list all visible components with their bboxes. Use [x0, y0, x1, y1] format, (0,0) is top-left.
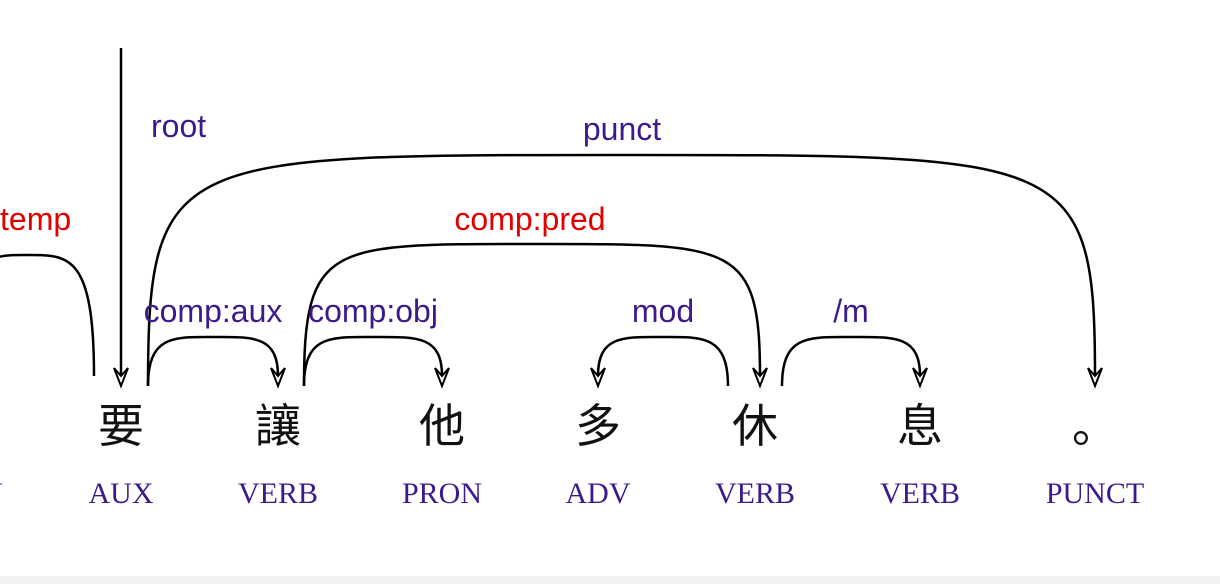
token-word: 多 [575, 399, 621, 453]
arc-comp-obj-label: comp:obj [308, 293, 438, 329]
arc-temp-label: temp [0, 201, 71, 237]
token-pos-tag: VERB [238, 477, 318, 510]
token-pos-tag: PUNCT [1046, 477, 1144, 510]
arc-m-label: /m [833, 293, 869, 329]
root-label: root [151, 108, 206, 144]
token-word: 息 [897, 399, 943, 453]
arc-comp-aux-arrowhead [270, 367, 286, 389]
arcs-layer [0, 48, 1103, 389]
labels-layer: temp comp:aux comp:obj comp:pred mod/m punct r… [0, 108, 869, 329]
arc-punct [146, 153, 1097, 387]
arc-comp-obj [302, 335, 444, 387]
tokens-layer: N 要 AUX 讓 VERB 他 PRON 多 ADV 休 VERB 息 VERB 。 PUNCT [0, 399, 1144, 510]
token-word: 休 [732, 399, 778, 453]
token-pos-tag: ADV [566, 477, 631, 510]
arc-m [780, 335, 922, 387]
arc-mod-label: mod [632, 293, 694, 329]
arc-comp-pred-label: comp:pred [454, 201, 605, 237]
token-word: 他 [419, 399, 465, 453]
arc-comp-aux [146, 335, 280, 387]
arc-comp-pred [302, 242, 762, 387]
arc-punct-arrowhead [1087, 367, 1103, 389]
arc-temp [0, 253, 96, 377]
token-pos-tag: N [0, 477, 3, 510]
arc-comp-pred-arrowhead [752, 367, 768, 389]
footer-strip [0, 576, 1220, 584]
token-pos-tag: AUX [89, 477, 154, 510]
arc-comp-aux-label: comp:aux [144, 293, 283, 329]
token-word: 。 [1072, 399, 1118, 453]
arc-comp-obj-arrowhead [434, 367, 450, 389]
arc-m-arrowhead [912, 367, 928, 389]
token-word: 讓 [255, 399, 301, 453]
token-pos-tag: VERB [880, 477, 960, 510]
arc-mod [596, 335, 730, 387]
token-pos-tag: VERB [715, 477, 795, 510]
arc-punct-label: punct [583, 111, 661, 147]
token-word: 要 [98, 399, 144, 453]
token-pos-tag: PRON [402, 477, 482, 510]
arc-mod-arrowhead [590, 367, 606, 389]
root-arrowhead [113, 367, 129, 389]
